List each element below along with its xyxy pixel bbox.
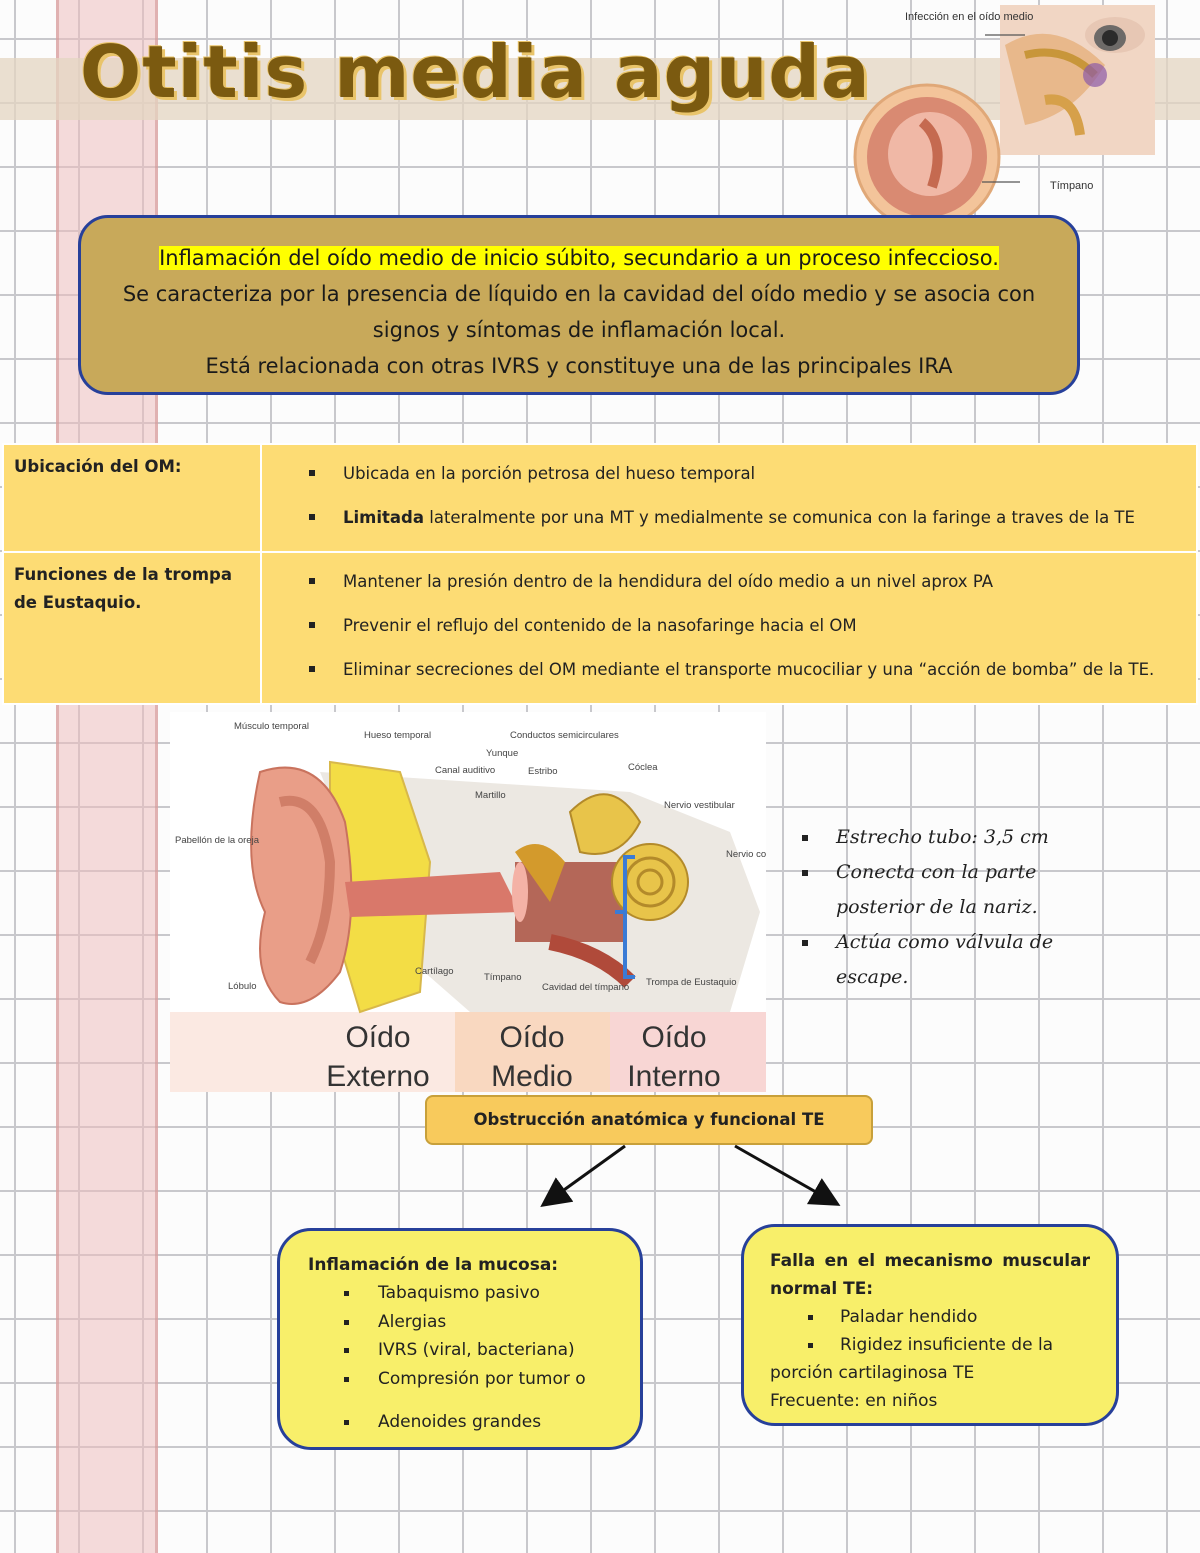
ubicacion-label: Ubicación del OM: — [2, 443, 262, 553]
label-trompa: Trompa de Eustaquio — [646, 977, 736, 988]
label-hueso-temporal: Hueso temporal — [364, 730, 431, 741]
label-musculo-temporal: Músculo temporal — [234, 721, 309, 732]
cause-item-cont: porción cartilaginosa TE — [770, 1363, 975, 1383]
funcion-item: Eliminar secreciones del OM mediante el … — [263, 648, 1195, 692]
definition-relation: Está relacionada con otras IVRS y consti… — [205, 354, 953, 378]
note-item: Conecta con la parte posterior de la nar… — [800, 855, 1090, 925]
arrow-right — [734, 1144, 841, 1206]
cause-item: Paladar hendido — [770, 1303, 1090, 1331]
section-medio: Oído — [499, 1021, 564, 1054]
muscular-heading-cont: normal TE: — [770, 1279, 874, 1299]
frequency-note: Frecuente: en niños — [770, 1391, 938, 1411]
label-coclea: Cóclea — [628, 762, 658, 773]
middle-ear-infection-illustration: Infección en el oído medio — [905, 5, 1155, 155]
table-row-funciones: Funciones de la trompa de Eustaquio. Man… — [2, 551, 1198, 705]
label-yunque: Yunque — [486, 748, 518, 759]
cause-item: Adenoides grandes — [308, 1408, 640, 1437]
cause-item: Compresión por tumor o — [308, 1365, 640, 1394]
label-martillo: Martillo — [475, 790, 506, 801]
eardrum-label: Tímpano — [1050, 180, 1094, 192]
arrow-left — [540, 1144, 626, 1208]
section-externo: Externo — [326, 1060, 429, 1092]
ubicacion-item: Ubicada en la porción petrosa del hueso … — [263, 452, 1195, 496]
label-lobulo: Lóbulo — [228, 981, 257, 992]
page-title: Otitis media aguda — [80, 30, 871, 114]
branch-arrows — [540, 1144, 841, 1208]
infection-label: Infección en el oído medio — [905, 11, 1033, 23]
section-interno: Interno — [627, 1060, 720, 1092]
note-item: Actúa como válvula de escape. — [800, 925, 1090, 995]
label-cartilago: Cartílago — [415, 966, 454, 977]
ear-anatomy-diagram: Músculo temporal Hueso temporal Conducto… — [170, 712, 766, 1092]
label-pabellon: Pabellón de la oreja — [175, 835, 260, 846]
mucosa-inflammation-box: Inflamación de la mucosa: Tabaquismo pas… — [277, 1228, 643, 1450]
funcion-item: Mantener la presión dentro de la hendidu… — [263, 560, 1195, 604]
label-nervio-coclear: Nervio coclear — [726, 849, 766, 860]
section-externo: Oído — [345, 1021, 410, 1054]
label-timpano: Tímpano — [484, 972, 522, 983]
table-row-ubicacion: Ubicación del OM: Ubicada en la porción … — [2, 443, 1198, 553]
label-cavidad: Cavidad del tímpano — [542, 982, 629, 993]
obstruction-box: Obstrucción anatómica y funcional TE — [425, 1095, 873, 1145]
note-item: Estrecho tubo: 3,5 cm — [800, 820, 1090, 855]
label-estribo: Estribo — [528, 766, 558, 777]
definition-highlight: Inflamación del oído medio de inicio súb… — [159, 246, 999, 270]
cause-item: Tabaquismo pasivo — [308, 1279, 640, 1308]
section-medio: Medio — [491, 1060, 573, 1092]
eardrum-closeup-illustration — [853, 83, 1020, 231]
section-interno: Oído — [641, 1021, 706, 1054]
cause-item: Rigidez insuficiente de la — [770, 1331, 1090, 1359]
info-table: Ubicación del OM: Ubicada en la porción … — [2, 443, 1198, 705]
eustachian-notes: Estrecho tubo: 3,5 cm Conecta con la par… — [800, 820, 1090, 995]
funciones-label: Funciones de la trompa de Eustaquio. — [2, 551, 262, 705]
definition-characteristics: Se caracteriza por la presencia de líqui… — [122, 282, 1036, 342]
mucosa-heading: Inflamación de la mucosa: — [308, 1255, 559, 1275]
label-canal: Canal auditivo — [435, 765, 495, 776]
funcion-item: Prevenir el reflujo del contenido de la … — [263, 604, 1195, 648]
ubicacion-item: Limitada lateralmente por una MT y media… — [263, 496, 1195, 540]
label-nervio-vestibular: Nervio vestibular — [664, 800, 735, 811]
cause-item: IVRS (viral, bacteriana) — [308, 1336, 640, 1365]
muscular-failure-box: Falla en el mecanismo muscular normal TE… — [741, 1224, 1119, 1426]
cause-item: Alergias — [308, 1308, 640, 1337]
label-conductos: Conductos semicirculares — [510, 730, 619, 741]
muscular-heading: Falla en el mecanismo muscular — [770, 1251, 1090, 1271]
definition-box: Inflamación del oído medio de inicio súb… — [78, 215, 1080, 395]
